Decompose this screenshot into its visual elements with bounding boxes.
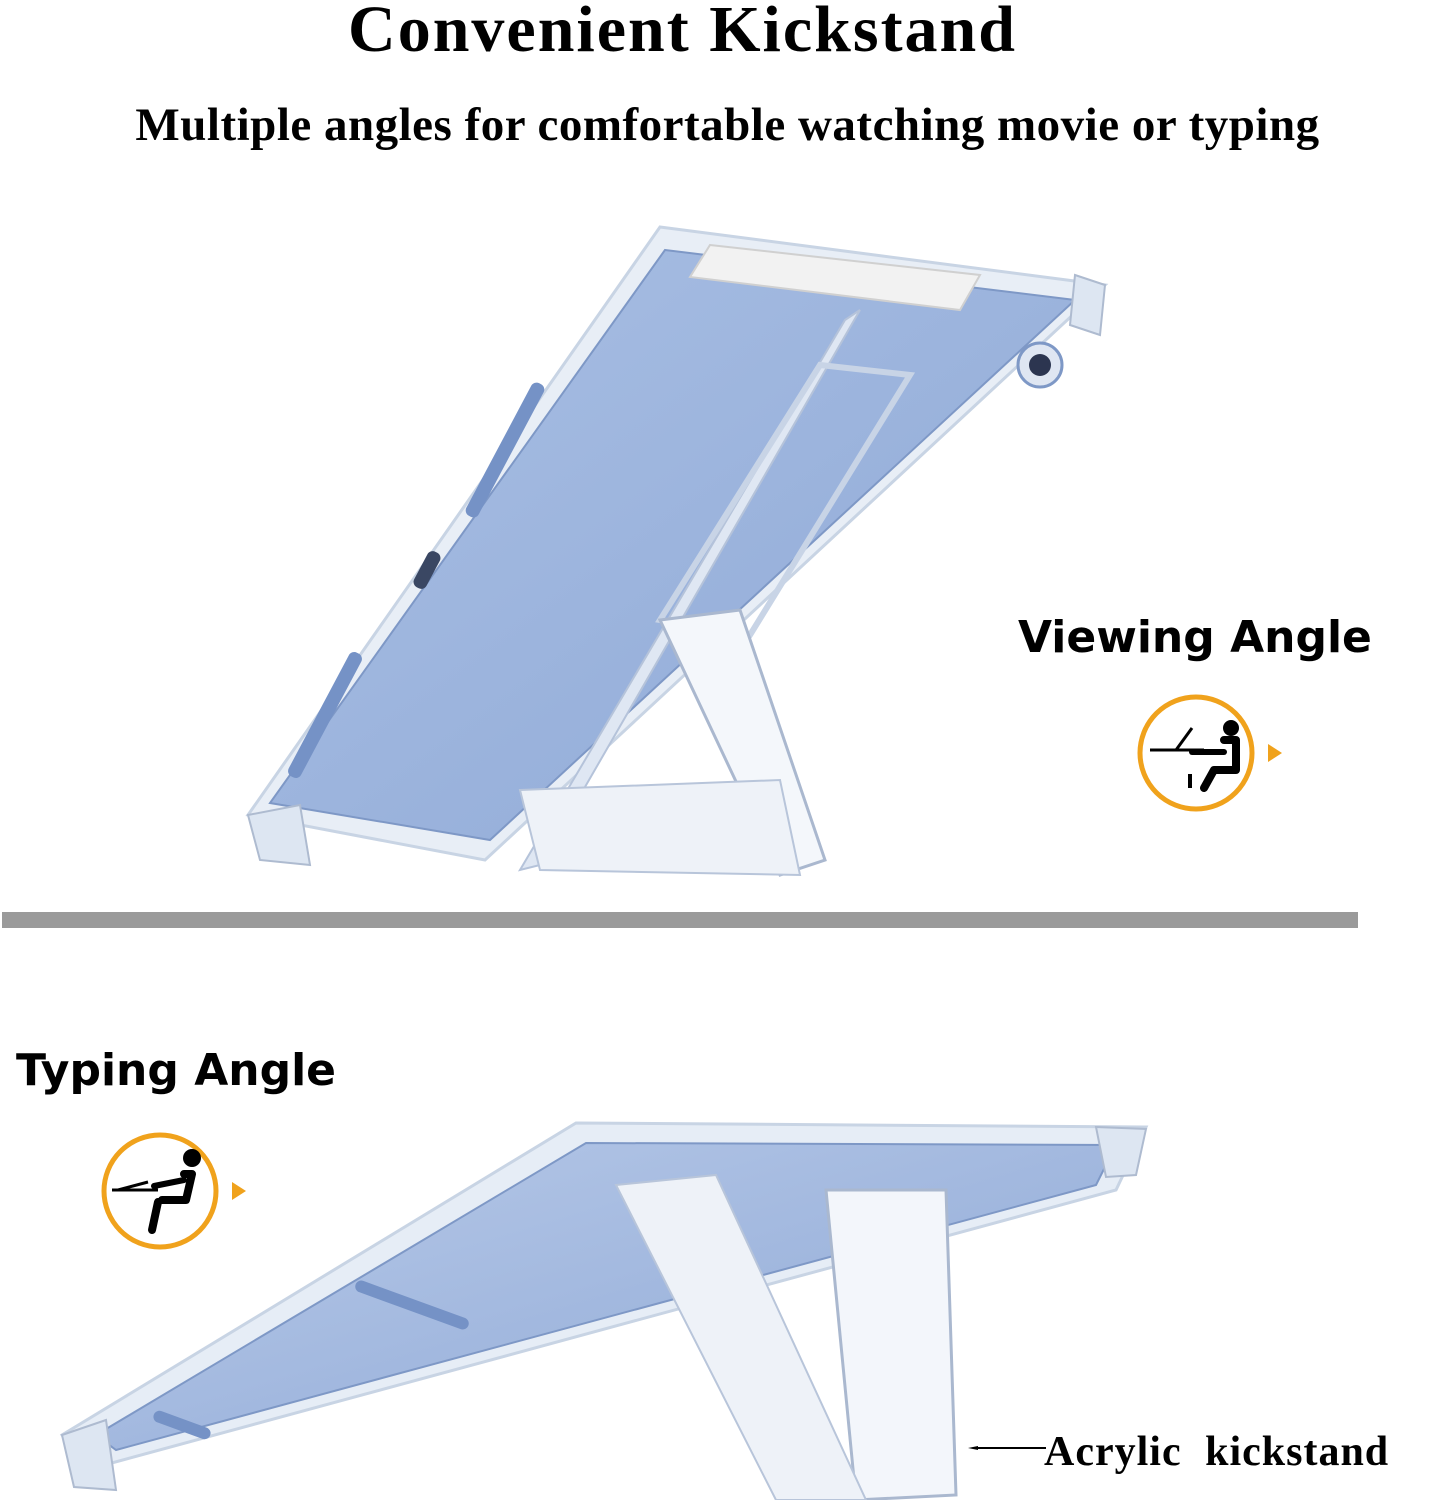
person-seated-typing-icon bbox=[101, 1132, 246, 1250]
acrylic-kickstand-label: Acrylic kickstand bbox=[1044, 1429, 1390, 1475]
left-arrow-icon bbox=[968, 1446, 1046, 1450]
typing-angle-label: Typing Angle bbox=[16, 1045, 336, 1096]
tablet-typing-angle-image bbox=[59, 1121, 1149, 1500]
page-subtitle: Multiple angles for comfortable watching… bbox=[135, 99, 1320, 151]
section-divider bbox=[2, 912, 1358, 928]
page-title: Convenient Kickstand bbox=[348, 0, 1017, 66]
person-seated-viewing-icon bbox=[1137, 694, 1282, 812]
tablet-viewing-angle-image bbox=[245, 225, 1109, 877]
viewing-angle-label: Viewing Angle bbox=[1018, 612, 1372, 663]
